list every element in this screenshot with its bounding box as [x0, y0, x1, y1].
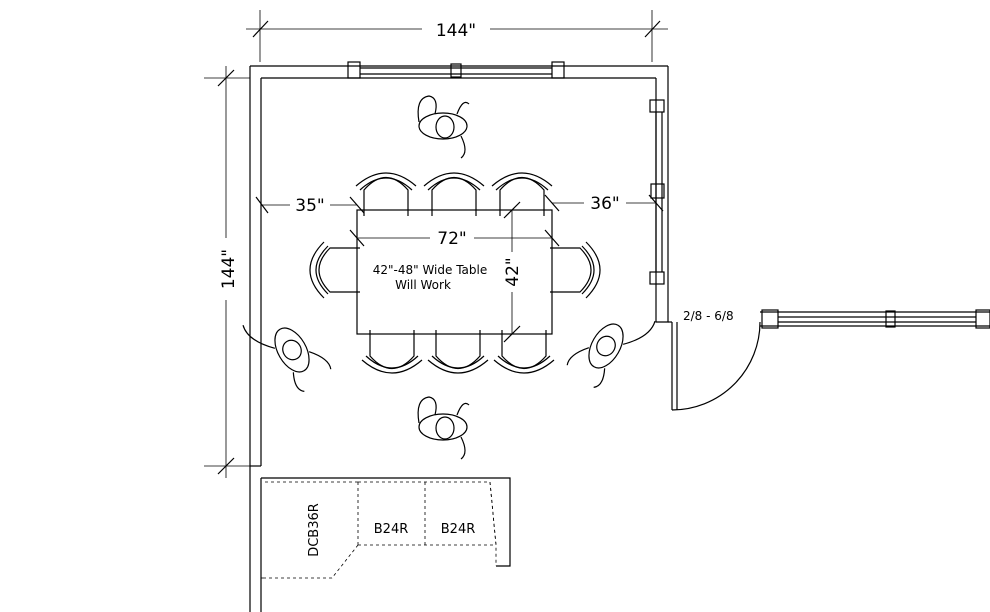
cabinet-base-1-label: B24R — [374, 522, 409, 537]
dining-table — [356, 209, 553, 335]
table-note-line-1: 42"-48" Wide Table — [373, 263, 488, 277]
chair-bottom-1 — [361, 330, 423, 374]
table-length-label: 72" — [437, 229, 466, 249]
person-bottom — [417, 396, 470, 460]
person-left — [242, 324, 332, 392]
chairs — [309, 172, 601, 374]
left-dimension-label: 144" — [219, 249, 239, 289]
left-clearance-dimension: 35" — [255, 195, 365, 216]
left-clearance-label: 35" — [295, 196, 324, 216]
left-dimension: 144" — [204, 66, 250, 478]
table-top — [356, 209, 553, 335]
table-width-dimension: 42" — [500, 201, 524, 343]
chair-top-2 — [423, 172, 485, 216]
chair-top-3 — [491, 172, 553, 216]
chair-left-end — [309, 241, 360, 299]
cabinet-corner-label: DCB36R — [307, 503, 322, 557]
table-width-label: 42" — [503, 257, 523, 286]
person-top — [417, 95, 470, 159]
chair-bottom-2 — [427, 330, 489, 374]
cabinets: DCB36R B24R B24R — [261, 477, 511, 579]
right-clearance-dimension: 36" — [544, 193, 664, 214]
table-note: 42"-48" Wide Table Will Work — [373, 263, 488, 292]
exterior-wall-window — [760, 309, 990, 329]
door-label: 2/8 - 6/8 — [683, 309, 734, 323]
chair-right-end — [550, 241, 601, 299]
table-length-dimension: 72" — [349, 228, 560, 249]
top-dimension: 144" — [246, 10, 668, 62]
door: 2/8 - 6/8 — [671, 309, 761, 411]
right-clearance-label: 36" — [590, 194, 619, 214]
chair-top-1 — [355, 172, 417, 216]
person-right — [566, 320, 656, 388]
top-window — [347, 61, 565, 79]
top-dimension-label: 144" — [436, 21, 476, 41]
right-window — [649, 99, 665, 285]
cabinet-base-2-label: B24R — [441, 522, 476, 537]
chair-bottom-3 — [493, 330, 555, 374]
table-note-line-2: Will Work — [395, 278, 451, 292]
